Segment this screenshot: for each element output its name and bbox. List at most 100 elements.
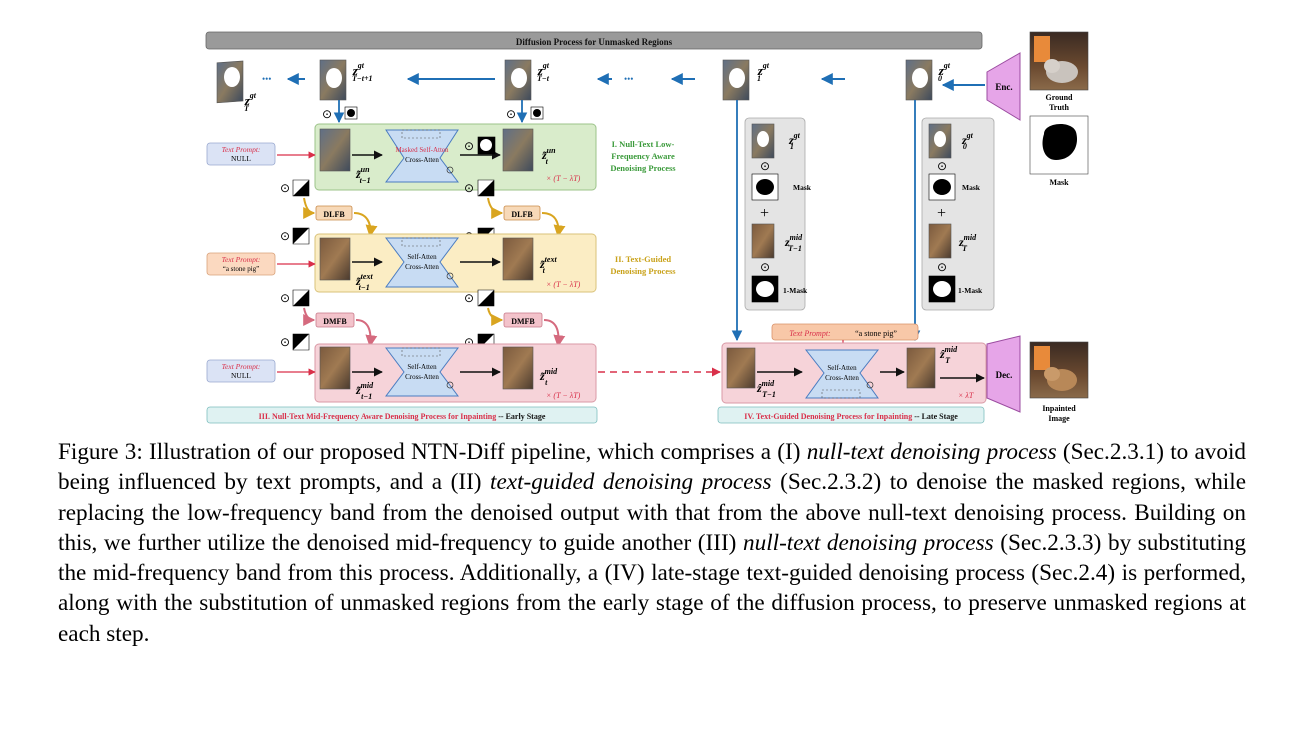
dlfb-label: DLFB — [511, 210, 533, 219]
inpainted-image — [1029, 341, 1089, 399]
unet-bottom-label: Cross-Atten — [405, 263, 439, 271]
denoised-latent — [502, 237, 534, 281]
odot-symbol: ⊙ — [506, 107, 516, 121]
odot-symbol: ⊙ — [464, 335, 474, 349]
mask-shape — [756, 179, 774, 195]
encoder-block — [986, 52, 1021, 121]
odot-symbol: ⊙ — [937, 159, 947, 173]
latent-image — [504, 59, 532, 101]
figure-caption: Figure 3: Illustration of our proposed N… — [58, 437, 1246, 649]
decoder-label: Dec. — [996, 370, 1013, 380]
unet-block — [385, 237, 459, 288]
prompt-box — [206, 252, 276, 276]
latent-image — [216, 60, 244, 104]
unet-block — [385, 347, 459, 397]
ellipsis: ••• — [624, 74, 633, 84]
latent-image — [905, 59, 933, 101]
caption-text: (Sec.2.3.1) to avoid being influenced by… — [58, 439, 1246, 496]
prompt-title: Text Prompt: — [222, 362, 261, 371]
dmfb-block — [503, 312, 543, 328]
repeat-label: × (T − λT) — [546, 174, 581, 183]
caption-text: (Sec.2.3.3) by substituting the mid-freq… — [58, 529, 1246, 647]
dlfb-block — [503, 205, 541, 221]
repeat-label: × (T − λT) — [546, 280, 581, 289]
odot-symbol: ⊙ — [464, 291, 474, 305]
odot-symbol: ⊙ — [760, 260, 770, 274]
dlfb-label: DLFB — [323, 210, 345, 219]
plus-symbol: + — [760, 205, 769, 222]
mask-shape — [347, 109, 355, 117]
mask-label: Mask — [793, 183, 812, 192]
dlfb-arrow — [487, 197, 504, 219]
prompt-value: “a stone pig” — [855, 329, 897, 338]
odot-symbol: ⊙ — [464, 181, 474, 195]
denoised-latent — [502, 346, 534, 390]
prompt-value: NULL — [231, 371, 251, 380]
caption-text: (Sec.2.3.2) to denoise the masked region… — [58, 469, 1246, 556]
lock-icon — [446, 381, 454, 389]
mask-shape — [480, 139, 492, 151]
encoder-label: Enc. — [995, 82, 1012, 92]
dmfb-label: DMFB — [511, 317, 535, 326]
unet-block — [804, 349, 880, 399]
mask-label: Mask — [1049, 178, 1069, 187]
pipeline-diagram: Diffusion Process for Unmasked Regions z… — [205, 31, 1089, 424]
dmfb-arrow — [543, 319, 566, 348]
denoised-latent — [502, 128, 534, 172]
stage-3-title: III. Null-Text Mid-Frequency Aware Denoi… — [259, 412, 546, 421]
unet-bottom-label: Cross-Atten — [405, 156, 439, 164]
mask-shape — [293, 228, 309, 244]
repeat-label: × (T − λT) — [546, 391, 581, 400]
composition-panel — [921, 117, 995, 311]
odot-symbol: ⊙ — [937, 260, 947, 274]
stage-3-title-box — [206, 406, 598, 424]
dmfb-arrow — [303, 307, 316, 326]
mask-shape — [293, 290, 309, 306]
mask-shape — [478, 290, 494, 306]
prompt-value: NULL — [231, 154, 251, 163]
unet-block — [385, 129, 459, 183]
unet-top-label: Self-Atten — [407, 363, 437, 371]
prompt-value: “a stone pig” — [223, 265, 260, 273]
odot-symbol: ⊙ — [280, 335, 290, 349]
lock-icon — [446, 272, 454, 280]
latent-image — [751, 223, 775, 259]
dmfb-block — [315, 312, 355, 328]
odot-symbol: ⊙ — [280, 229, 290, 243]
decoder-block — [986, 335, 1021, 413]
top-bar-label: Diffusion Process for Unmasked Regions — [516, 37, 673, 47]
unet-top-label: Self-Atten — [827, 364, 857, 372]
odot-symbol: ⊙ — [280, 181, 290, 195]
ground-truth-image — [1029, 31, 1089, 91]
mask-shape — [756, 281, 774, 297]
dmfb-arrow — [355, 319, 378, 348]
prompt-title: Text Prompt: — [789, 329, 831, 338]
dlfb-block — [315, 205, 353, 221]
inverse-mask-label: 1-Mask — [958, 286, 983, 295]
caption-emphasis: null-text denoising process — [806, 439, 1057, 465]
denoised-latent — [906, 347, 936, 389]
plus-symbol: + — [937, 205, 946, 222]
noisy-latent — [319, 128, 351, 172]
lock-icon — [866, 381, 874, 389]
odot-symbol: ⊙ — [322, 107, 332, 121]
caption-text: Figure 3: Illustration of our proposed N… — [58, 439, 807, 465]
prompt-title: Text Prompt: — [222, 145, 261, 154]
prompt-box — [771, 323, 919, 341]
prompt-box — [206, 359, 276, 383]
unet-bottom-label: Cross-Atten — [825, 374, 859, 382]
ellipsis: ••• — [262, 74, 271, 84]
latent-image — [722, 59, 750, 101]
